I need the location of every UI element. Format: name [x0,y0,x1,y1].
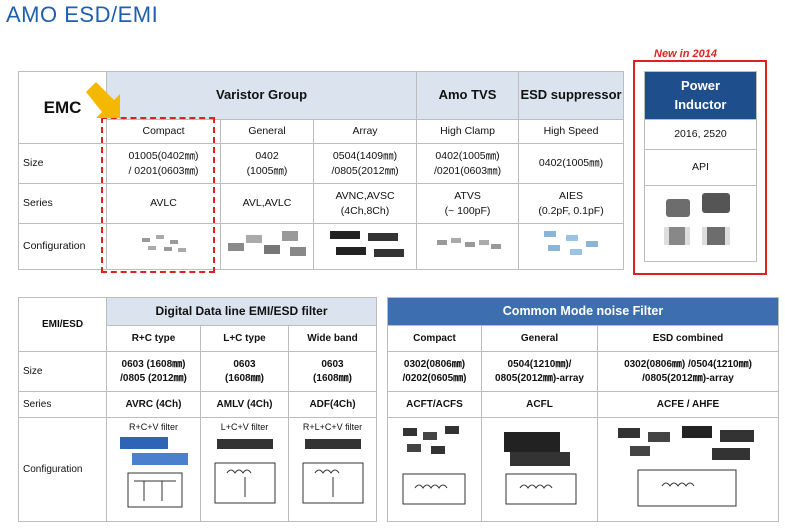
size-cell: 0402(1005㎜) [220,143,314,184]
size-cell: 0603 (1608㎜)/0805 (2012㎜) [106,351,201,392]
config-caption: L+C+V filter [220,421,269,432]
size-cell: 0504(1210㎜)/0805(2012㎜)-array [481,351,598,392]
size-cell: 0402(1005㎜)/0201(0603㎜) [416,143,520,184]
series-row-label: Series [18,391,107,418]
size-cell: 0302(0806㎜)/0202(0605㎜) [387,351,482,392]
series-cell: AVNC,AVSC(4Ch,8Ch) [312,183,418,224]
series-cell: ADF(4Ch) [287,391,378,418]
series-cell: ATVS(~ 100pF) [416,183,520,224]
size-row-label: Size [18,351,107,392]
chip-icon [228,231,306,257]
series-cell: ACFT/ACFS [387,391,482,418]
subcat-wide-band: Wide band [287,325,378,352]
size-cell: 0504(1409㎜)/0805(2012㎜) [312,143,418,184]
size-cell: 0603(1608㎜) [200,351,289,392]
chip-icon [436,238,501,250]
lc-filter-config: L+C+V filter [200,417,289,522]
subcat-lc-type: L+C type [200,325,289,352]
esd-suppressor-header: ESD suppressor [518,71,625,120]
series-cell: ACFE / AHFE [597,391,779,418]
chip-icon [544,231,599,256]
subcat-array: Array [312,119,418,144]
cmf-general-image [481,417,598,522]
compact-highlight-box [101,117,215,273]
size-row-label: Size [18,143,107,184]
size-cell: 0603(1608㎜) [287,351,378,392]
power-size-cell: 2016, 2520 [644,119,757,150]
emc-corner-label: EMC [18,71,107,144]
subcat-general: General [220,119,314,144]
new-product-highlight-box [633,60,767,275]
config-caption: R+L+C+V filter [302,421,363,432]
series-cell: AMLV (4Ch) [200,391,289,418]
cmf-chip-icon [402,426,465,505]
cmf-chip-icon [618,426,754,507]
subcat-rc-type: R+C type [106,325,201,352]
filter-chip-icon [214,439,275,504]
chip-icon [330,231,404,258]
cmf-esd-combined-image [597,417,779,522]
subcat-high-speed: High Speed [518,119,625,144]
chip-image-esd [518,223,625,270]
chip-image-tvs [416,223,520,270]
rlc-filter-config: R+L+C+V filter [287,417,378,522]
size-cell: 0302(0806㎜) /0504(1210㎜)/0805(2012㎜)-arr… [597,351,779,392]
size-cell: 0402(1005㎜) [518,143,625,184]
cmf-compact-image [387,417,482,522]
power-series-cell: API [644,149,757,186]
filter-chip-icon [302,439,363,504]
series-cell: AIES(0.2pF, 0.1pF) [518,183,625,224]
digital-filter-header: Digital Data line EMI/ESD filter [105,297,378,326]
chip-image-compact [106,223,221,270]
series-cell: AVLC [106,183,221,224]
chip-image-general [220,223,314,270]
emc-table: EMC Varistor Group Amo TVS ESD suppresso… [18,71,625,270]
amo-tvs-header: Amo TVS [416,71,520,120]
new-in-2014-tag: New in 2014 [650,48,721,60]
common-mode-filter-table: Common Mode noise Filter Compact General… [387,297,779,522]
varistor-group-header: Varistor Group [105,71,418,120]
rc-filter-config: R+C+V filter [106,417,201,522]
series-cell: AVRC (4Ch) [106,391,201,418]
chip-icon [141,235,186,253]
inductor-chip-icon [663,193,730,246]
filter-chip-icon [119,437,188,508]
subcat-high-clamp: High Clamp [416,119,520,144]
common-mode-header: Common Mode noise Filter [387,297,779,326]
subcat-compact: Compact [387,325,482,352]
cmf-chip-icon [503,432,576,505]
page-title: AMO ESD/EMI [6,2,159,27]
subcat-compact: Compact [106,119,221,144]
power-inductor-image [644,185,757,262]
subcat-general: General [481,325,598,352]
config-row-label: Configuration [18,417,107,522]
arrow-icon [86,82,120,118]
series-row-label: Series [18,183,107,224]
chip-image-array [312,223,418,270]
emi-esd-table: EMI/ESD Digital Data line EMI/ESD filter… [18,297,378,522]
series-cell: AVL,AVLC [220,183,314,224]
series-cell: ACFL [481,391,598,418]
config-row-label: Configuration [18,223,107,270]
subcat-esd-combined: ESD combined [597,325,779,352]
config-caption: R+C+V filter [128,421,179,432]
emi-corner-label: EMI/ESD [18,297,107,352]
